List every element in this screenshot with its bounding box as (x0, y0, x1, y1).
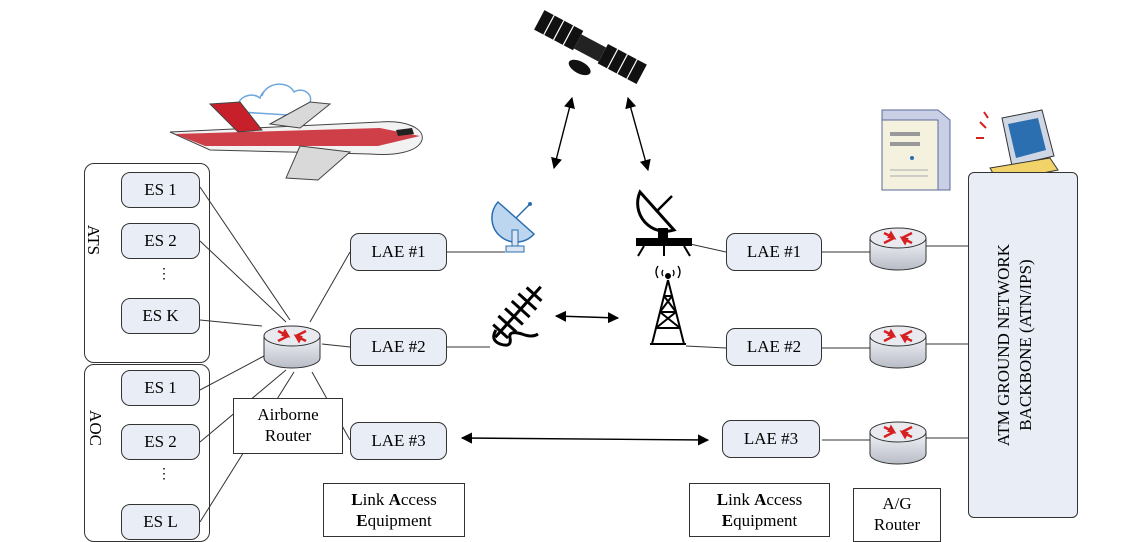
vhf-link-arrow (554, 310, 620, 324)
satellite-link-arrow-left (551, 96, 575, 170)
router-icon (868, 324, 928, 370)
vhf-antenna-cable (492, 329, 539, 347)
atm-ground-network-backbone[interactable] (968, 172, 1078, 518)
ats-label: ATS (84, 224, 104, 256)
airborne-lae-1[interactable]: LAE #1 (350, 233, 447, 271)
aoc-es-l[interactable]: ES L (121, 504, 200, 540)
airborne-lae-2[interactable]: LAE #2 (350, 328, 447, 366)
router-icon (868, 420, 928, 466)
satellite-icon (534, 10, 647, 85)
ats-es-k[interactable]: ES K (121, 298, 200, 334)
radio-tower-icon (650, 265, 686, 345)
ground-lae-1[interactable]: LAE #1 (726, 233, 822, 271)
ats-ellipsis: ⋮ (157, 267, 171, 282)
airborne-lae-3[interactable]: LAE #3 (350, 422, 447, 460)
ats-es-1[interactable]: ES 1 (121, 172, 200, 208)
ground-station-icon (636, 189, 692, 257)
ats-group (84, 163, 210, 363)
direct-link-arrow (460, 432, 710, 446)
router-icon (868, 226, 928, 272)
satellite-link-arrow-right (625, 96, 651, 172)
router-icon (262, 324, 322, 370)
aoc-es-1[interactable]: ES 1 (121, 370, 200, 406)
dish-antenna-icon (491, 200, 536, 253)
ground-lae-3[interactable]: LAE #3 (722, 420, 820, 458)
aoc-es-2[interactable]: ES 2 (121, 424, 200, 460)
computer-icon (976, 109, 1059, 183)
server-icon (881, 109, 951, 191)
aoc-label: AOC (85, 410, 105, 446)
aoc-ellipsis: ⋮ (157, 467, 171, 482)
vhf-antenna-icon (492, 285, 543, 340)
ground-lae-2[interactable]: LAE #2 (726, 328, 822, 366)
airplane-icon (169, 83, 423, 181)
ats-es-2[interactable]: ES 2 (121, 223, 200, 259)
